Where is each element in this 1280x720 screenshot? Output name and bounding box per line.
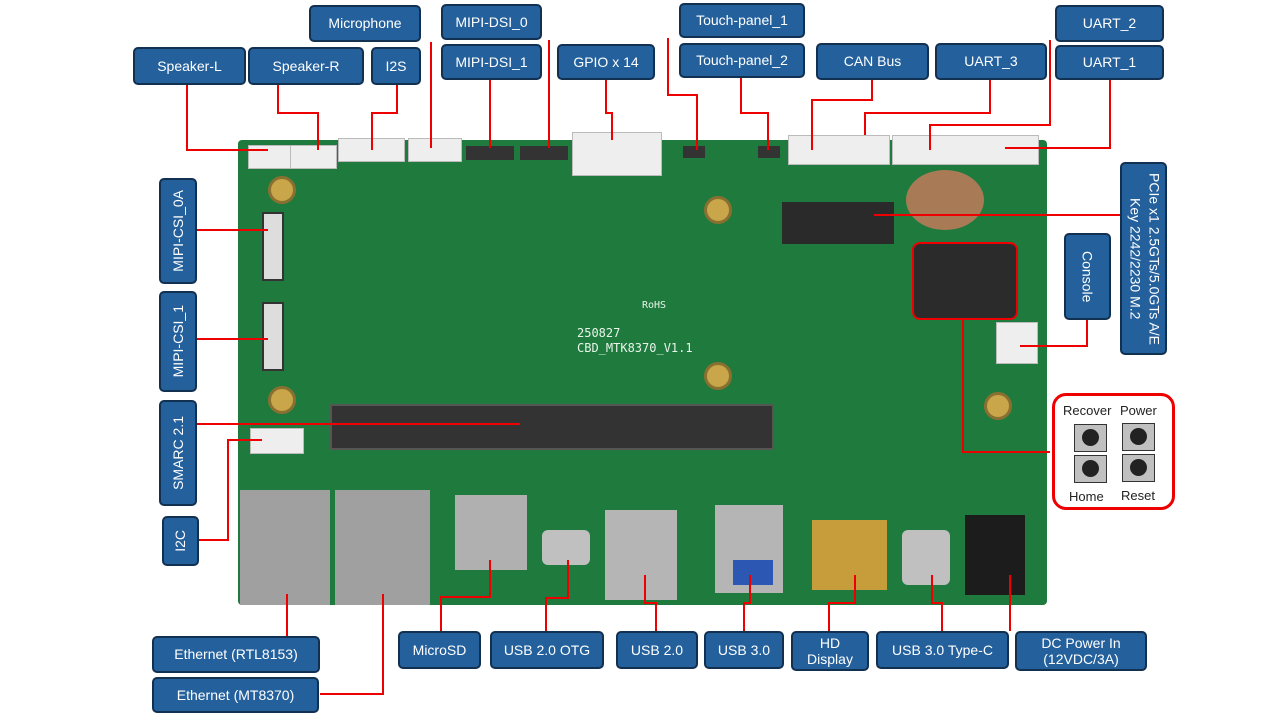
- label-recover: Recover: [1063, 403, 1112, 418]
- label-speaker-r: Speaker-R: [248, 47, 364, 85]
- label-uart-2: UART_2: [1055, 5, 1164, 42]
- home-button-icon: [1074, 455, 1107, 483]
- buttons-callout: Recover Power Home Reset: [1052, 393, 1175, 510]
- board-name: CBD_MTK8370_V1.1: [577, 341, 693, 355]
- label-home: Home: [1069, 489, 1104, 504]
- label-gpio: GPIO x 14: [557, 44, 655, 80]
- label-power: Power: [1120, 403, 1157, 418]
- label-reset: Reset: [1121, 488, 1155, 503]
- label-usb-3: USB 3.0: [704, 631, 784, 669]
- rohs-mark: RoHS: [642, 300, 667, 311]
- label-ethernet-rtl8153: Ethernet (RTL8153): [152, 636, 320, 673]
- label-i2c: I2C: [172, 530, 189, 552]
- label-i2s: I2S: [371, 47, 421, 85]
- power-button-icon: [1122, 423, 1155, 451]
- label-usb-type-c: USB 3.0 Type-C: [876, 631, 1009, 669]
- recover-button-icon: [1074, 424, 1107, 452]
- label-mipi-dsi-1: MIPI-DSI_1: [441, 44, 542, 80]
- label-uart-3: UART_3: [935, 43, 1047, 80]
- label-usb-2: USB 2.0: [616, 631, 698, 669]
- label-smarc: SMARC 2.1: [169, 416, 186, 490]
- label-hd-display: HD Display: [791, 631, 869, 671]
- label-mipi-csi-1: MIPI-CSI_1: [169, 305, 186, 378]
- label-dc-power: DC Power In (12VDC/3A): [1015, 631, 1147, 671]
- reset-button-icon: [1122, 454, 1155, 482]
- label-microphone: Microphone: [309, 5, 421, 42]
- label-can-bus: CAN Bus: [816, 43, 929, 80]
- label-ethernet-mt8370: Ethernet (MT8370): [152, 677, 319, 713]
- label-uart-1: UART_1: [1055, 45, 1164, 80]
- label-touch-panel-1: Touch-panel_1: [679, 3, 805, 38]
- label-usb-otg: USB 2.0 OTG: [490, 631, 604, 669]
- label-pcie-m2: PCIe x1 2.5GTs/5.0GTs A/E Key 2242/2230 …: [1127, 172, 1163, 345]
- board-date: 250827: [577, 326, 621, 340]
- label-microsd: MicroSD: [398, 631, 481, 669]
- label-touch-panel-2: Touch-panel_2: [679, 43, 805, 78]
- label-mipi-dsi-0: MIPI-DSI_0: [441, 4, 542, 40]
- label-speaker-l: Speaker-L: [133, 47, 246, 85]
- label-console: Console: [1079, 250, 1096, 303]
- label-mipi-csi-0a: MIPI-CSI_0A: [169, 190, 186, 272]
